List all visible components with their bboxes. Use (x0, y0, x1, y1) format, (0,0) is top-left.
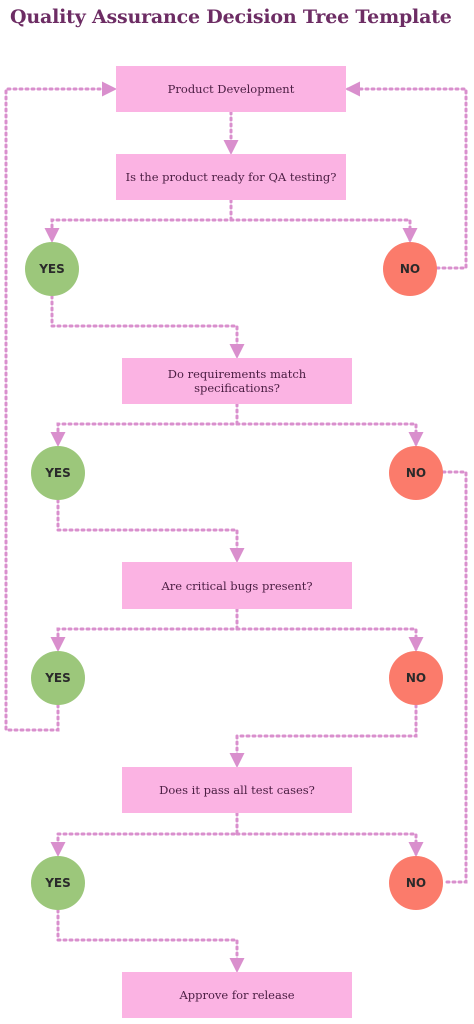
connector-no-feedback (441, 470, 468, 884)
node-question-requirements-match: Do requirements match specifications? (122, 358, 352, 404)
connector-q3-yes (50, 607, 239, 652)
connector-q3-yes-loop (4, 81, 117, 732)
q3-no-node: NO (389, 651, 443, 705)
connector-q1-yes-q2 (50, 294, 245, 359)
connector-q1-no (229, 218, 418, 243)
connector-q4-yes (50, 811, 239, 857)
connector-q3-no (235, 627, 424, 652)
node-question-pass-test-cases: Does it pass all test cases? (122, 767, 352, 813)
connector-q1-yes (44, 198, 233, 243)
q2-no-node: NO (389, 446, 443, 500)
q2-yes-node: YES (31, 446, 85, 500)
connector-q2-no (235, 422, 424, 447)
connector-q2-yes (50, 402, 239, 447)
q1-yes-node: YES (25, 242, 79, 296)
node-question-ready-for-qa: Is the product ready for QA testing? (116, 154, 346, 200)
connector-q1-no-loop (345, 81, 468, 270)
connector-q3-no-q4 (229, 703, 418, 768)
connector-q4-no (235, 832, 424, 857)
q1-no-node: NO (383, 242, 437, 296)
node-question-critical-bugs: Are critical bugs present? (122, 562, 352, 609)
q4-no-node: NO (389, 856, 443, 910)
connector-q4-yes-end (56, 908, 245, 973)
q4-yes-node: YES (31, 856, 85, 910)
connector-q2-yes-q3 (56, 498, 245, 563)
node-approve-for-release: Approve for release (122, 972, 352, 1018)
diagram-title: Quality Assurance Decision Tree Template (10, 6, 452, 28)
node-product-development: Product Development (116, 66, 346, 112)
q3-yes-node: YES (31, 651, 85, 705)
